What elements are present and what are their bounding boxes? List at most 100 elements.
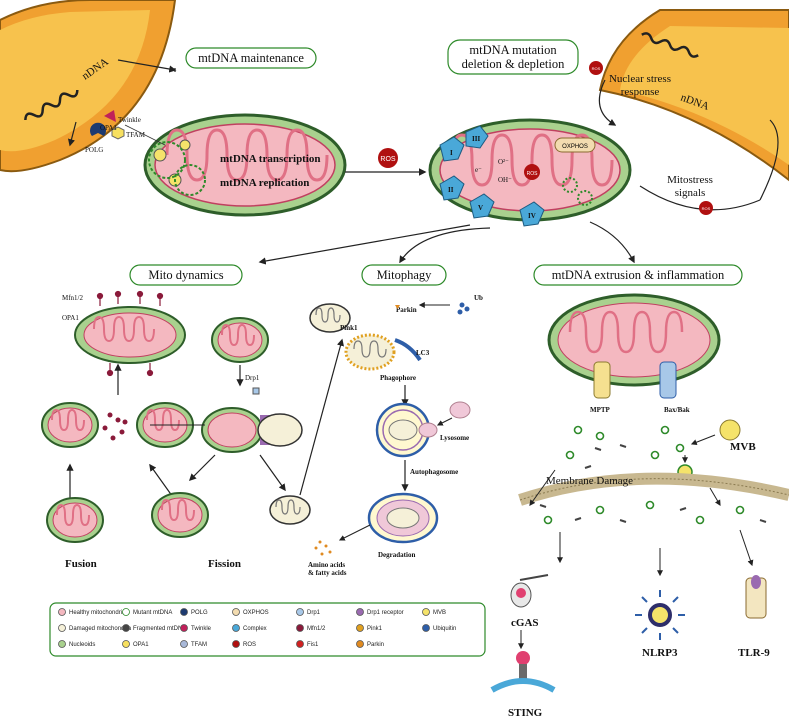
nucleus-left: nDNA <box>0 0 177 173</box>
tfam-icon <box>111 126 125 140</box>
released-mtdna <box>543 425 745 525</box>
legend-item-label: POLG <box>191 610 208 616</box>
pink1-icon <box>356 624 364 632</box>
fragmented-mtdna-icon <box>122 624 130 632</box>
tfam-icon <box>180 640 188 648</box>
svg-text:mtDNA extrusion & inflammation: mtDNA extrusion & inflammation <box>552 268 725 282</box>
fusion-label: Fusion <box>65 558 97 570</box>
twinkle-icon <box>180 624 188 632</box>
svg-text:& fatty acids: & fatty acids <box>308 569 347 577</box>
svg-text:OXPHOS: OXPHOS <box>562 144 588 150</box>
legend-item-label: Healthy mitochondria <box>69 610 126 616</box>
mito-fission-bottom <box>151 492 209 538</box>
legend-item-label: Drp1 receptor <box>367 610 404 616</box>
svg-text:signals: signals <box>675 187 706 199</box>
opa1-label: OPA1 <box>100 124 117 132</box>
ub-icon <box>457 302 470 315</box>
legend-item-label: MVB <box>433 610 446 616</box>
healthy-mito-icon <box>58 608 66 616</box>
title-mitophagy: Mitophagy <box>361 264 447 286</box>
nlrp3-label: NLRP3 <box>642 647 678 659</box>
legend-item-label: Pink1 <box>367 626 383 632</box>
cgas-icon <box>510 582 532 608</box>
ros-right-top: ROS <box>589 61 603 75</box>
drp1-label: Drp1 <box>245 374 260 382</box>
title-dynamics: Mito dynamics <box>129 264 243 286</box>
title-extrusion: mtDNA extrusion & inflammation <box>533 264 743 286</box>
ros-icon <box>232 640 240 648</box>
superoxide-label: O²⁻ <box>498 158 509 166</box>
opa1-icon <box>122 640 130 648</box>
mtdna-replication-label: mtDNA replication <box>220 177 309 189</box>
fission-label: Fission <box>208 558 241 570</box>
polg-icon <box>180 608 188 616</box>
damaged-mito-bottom <box>269 495 311 525</box>
complex-ii-label: II <box>448 186 454 194</box>
svg-text:deletion & depletion: deletion & depletion <box>462 57 566 71</box>
electron-label: e⁻ <box>475 166 482 174</box>
twinkle-label: Twinkle <box>118 116 141 124</box>
parkin-icon <box>395 305 400 309</box>
baxbak-channel <box>659 361 677 399</box>
membrane-damage-label: Membrane Damage <box>546 475 633 487</box>
legend-item-label: Complex <box>243 626 267 632</box>
legend-item-label: OXPHOS <box>243 610 269 616</box>
mtdna-transcription-label: mtDNA transcription <box>220 153 321 165</box>
drp1-receptor-icon <box>356 608 364 616</box>
mito-extrusion <box>547 293 721 387</box>
cgas-label: cGAS <box>511 617 539 629</box>
fis1-icon <box>296 640 304 648</box>
svg-text:response: response <box>621 86 660 98</box>
complex-v-label: V <box>478 204 483 212</box>
parkin-icon <box>356 640 364 648</box>
drp1-icon <box>296 608 304 616</box>
legend-item-label: Twinkle <box>191 626 212 632</box>
autophagosome <box>375 402 431 458</box>
twinkle-icon <box>104 110 116 122</box>
mito-pink1 <box>344 333 396 371</box>
fragmented-mtdna <box>539 444 767 523</box>
legend-item-label: Parkin <box>367 642 384 648</box>
nucleus-right: nDNA <box>598 9 789 182</box>
phagophore-label: Phagophore <box>380 374 416 382</box>
lc3-label: LC3 <box>416 349 430 357</box>
mito-maintenance <box>143 113 347 217</box>
hydroxyl-label: OH⁻ <box>498 176 512 184</box>
svg-text:ROS: ROS <box>527 171 539 177</box>
nucleoid-icon <box>58 640 66 648</box>
mfn-label: Mfn1/2 <box>62 294 84 302</box>
lysosome-label: Lysosome <box>440 434 469 442</box>
mvb-label: MVB <box>730 441 756 453</box>
ub-label: Ub <box>474 294 483 302</box>
legend-item-label: Mfn1/2 <box>307 626 326 632</box>
oxphos-icon: OXPHOS <box>554 137 596 153</box>
damaged-mito-icon <box>58 624 66 632</box>
svg-text:ROS: ROS <box>592 66 601 71</box>
tfam-label: TFAM <box>126 131 146 139</box>
baxbak-label: Bax/Bak <box>664 406 690 414</box>
sting-label: STING <box>508 707 543 719</box>
mvb-icon <box>422 608 430 616</box>
mito-fission <box>201 407 303 453</box>
complex-iii-label: III <box>472 135 480 143</box>
legend-box <box>49 602 486 657</box>
oxphos-icon <box>232 608 240 616</box>
mito-dyn-left <box>41 402 99 448</box>
polg-icon <box>89 122 106 136</box>
legend-item-label: OPA1 <box>133 642 149 648</box>
svg-text:mtDNA maintenance: mtDNA maintenance <box>198 51 304 65</box>
parkin-label: Parkin <box>396 306 417 314</box>
autophagosome-label: Autophagosome <box>410 468 458 476</box>
ros-icon: ROS <box>378 148 398 168</box>
ubiquitin-icon <box>422 624 430 632</box>
mfn-cluster <box>102 412 128 441</box>
legend-item-label: ROS <box>243 642 256 648</box>
svg-text:ROS: ROS <box>380 156 396 163</box>
complex-icon <box>232 624 240 632</box>
phagophore-arc <box>394 338 422 362</box>
mvb-icon <box>719 419 741 441</box>
mitostress-label: Mitostress <box>667 174 713 186</box>
legend-item-label: Drp1 <box>307 610 321 616</box>
mito-fusion-bottom <box>46 497 104 543</box>
tlr9-icon <box>745 575 767 619</box>
